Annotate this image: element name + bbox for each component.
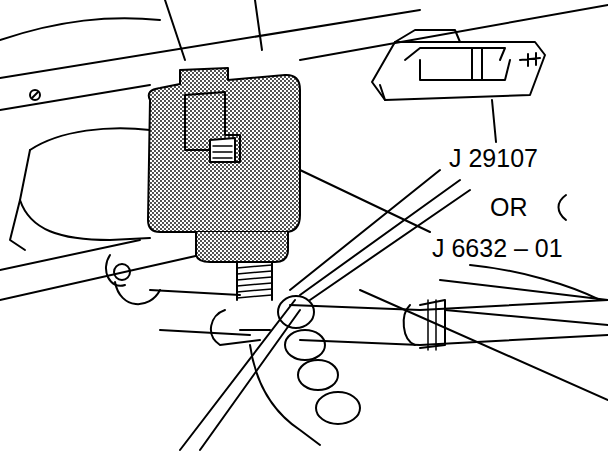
tool-number: J 6632 – 01	[430, 236, 565, 261]
alternative-word: OR	[488, 195, 530, 220]
tool-number: J 29107	[447, 146, 540, 171]
